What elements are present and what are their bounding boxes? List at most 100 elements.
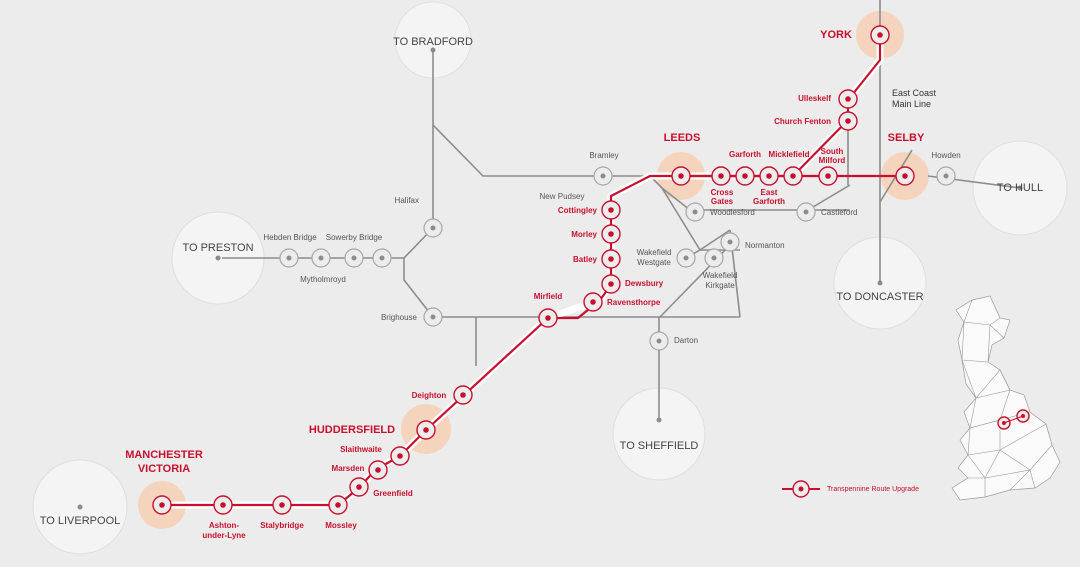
grey-stations <box>77 47 1023 510</box>
station-marker <box>453 385 473 405</box>
station-marker <box>272 495 292 515</box>
station-marker <box>372 248 392 268</box>
label-mossley: Mossley <box>325 521 357 530</box>
station-marker <box>538 308 558 328</box>
label-brighouse: Brighouse <box>381 313 418 322</box>
label-wakefield-westgate-1: Wakefield <box>637 248 672 257</box>
rail-line <box>659 237 738 318</box>
label-hebden-bridge: Hebden Bridge <box>263 233 317 242</box>
upgrade-halo <box>158 31 884 509</box>
label-batley: Batley <box>573 255 598 264</box>
label-darton: Darton <box>674 336 698 345</box>
label-normanton: Normanton <box>745 241 785 250</box>
label-greenfield: Greenfield <box>373 489 413 498</box>
label-to-liverpool: TO LIVERPOOL <box>40 515 121 527</box>
destination-labels: TO BRADFORD TO PRESTON TO HULL TO DONCAS… <box>40 36 1043 527</box>
label-slaithwaite: Slaithwaite <box>340 445 382 454</box>
station-marker <box>676 248 696 268</box>
station-marker <box>368 460 388 480</box>
legend-dot <box>798 486 804 492</box>
label-dewsbury: Dewsbury <box>625 279 664 288</box>
label-mirfield: Mirfield <box>534 292 563 301</box>
label-ulleskelf: Ulleskelf <box>798 94 831 103</box>
station-marker <box>583 292 603 312</box>
label-york: YORK <box>820 29 852 41</box>
label-sowerby-bridge: Sowerby Bridge <box>326 233 383 242</box>
uk-outline <box>951 295 1061 501</box>
legend: Transpennine Route Upgrade <box>782 480 919 498</box>
upgrade-route <box>162 35 882 507</box>
label-woodlesford: Woodlesford <box>710 208 755 217</box>
hull-terminus <box>1017 185 1023 191</box>
label-selby: SELBY <box>888 132 925 144</box>
station-marker <box>649 331 669 351</box>
label-east-coast-1: East Coast <box>892 88 937 98</box>
label-micklefield: Micklefield <box>769 150 810 159</box>
label-to-doncaster: TO DONCASTER <box>836 291 923 303</box>
rail-line <box>807 184 851 211</box>
label-marsden: Marsden <box>332 464 365 473</box>
label-castleford: Castleford <box>821 208 857 217</box>
station-marker <box>838 111 858 131</box>
station-marker <box>311 248 331 268</box>
station-marker <box>349 477 369 497</box>
hub-labels: YORK LEEDS SELBY HUDDERSFIELD MANCHESTER… <box>125 29 925 475</box>
label-east-coast-2: Main Line <box>892 99 931 109</box>
station-marker <box>601 200 621 220</box>
station-marker <box>685 202 705 222</box>
rail-line <box>649 175 850 211</box>
label-manchester: MANCHESTER <box>125 449 203 461</box>
label-huddersfield: HUDDERSFIELD <box>309 424 395 436</box>
uk-mesh <box>961 299 1053 497</box>
label-to-hull: TO HULL <box>997 182 1043 194</box>
station-marker <box>601 274 621 294</box>
liverpool-terminus <box>77 504 83 510</box>
station-marker <box>711 166 731 186</box>
label-mytholmroyd: Mytholmroyd <box>300 275 346 284</box>
station-marker <box>759 166 779 186</box>
station-marker <box>416 420 436 440</box>
label-church-fenton: Church Fenton <box>774 117 831 126</box>
doncaster-terminus <box>877 280 883 286</box>
station-marker <box>601 224 621 244</box>
station-marker <box>213 495 233 515</box>
uk-marker-link <box>1003 415 1024 424</box>
label-new-pudsey: New Pudsey <box>540 192 585 201</box>
label-ashton-2: under-Lyne <box>202 531 246 540</box>
station-marker <box>895 166 915 186</box>
station-marker <box>870 25 890 45</box>
station-marker <box>735 166 755 186</box>
station-marker <box>279 248 299 268</box>
station-marker <box>390 446 410 466</box>
station-marker <box>783 166 803 186</box>
station-marker <box>704 248 724 268</box>
station-marker <box>671 166 691 186</box>
label-wakefield-kirkgate-2: Kirkgate <box>705 281 735 290</box>
label-wakefield-westgate-2: Westgate <box>637 258 671 267</box>
other-station-labels: Bramley New Pudsey Howden Woodlesford Ca… <box>263 151 960 345</box>
label-leeds: LEEDS <box>664 132 701 144</box>
station-marker <box>152 495 172 515</box>
label-halifax: Halifax <box>395 196 419 205</box>
station-marker <box>328 495 348 515</box>
label-wakefield-kirkgate-1: Wakefield <box>703 271 738 280</box>
sheffield-terminus <box>656 417 662 423</box>
upgrade-stations <box>152 25 915 515</box>
station-marker <box>796 202 816 222</box>
label-east-garforth-1: East <box>761 188 778 197</box>
station-marker <box>818 166 838 186</box>
label-bramley: Bramley <box>589 151 618 160</box>
uk-inset-map <box>951 295 1061 501</box>
label-to-preston: TO PRESTON <box>182 242 253 254</box>
station-marker <box>593 166 613 186</box>
label-garforth: Garforth <box>729 150 761 159</box>
label-east-garforth-2: Garforth <box>753 197 785 206</box>
label-ashton-1: Ashton- <box>209 521 240 530</box>
station-marker <box>423 307 443 327</box>
label-cottingley: Cottingley <box>558 206 598 215</box>
rail-line <box>403 227 434 318</box>
station-marker <box>423 218 443 238</box>
label-cross-gates-1: Cross <box>711 188 734 197</box>
station-marker <box>720 232 740 252</box>
